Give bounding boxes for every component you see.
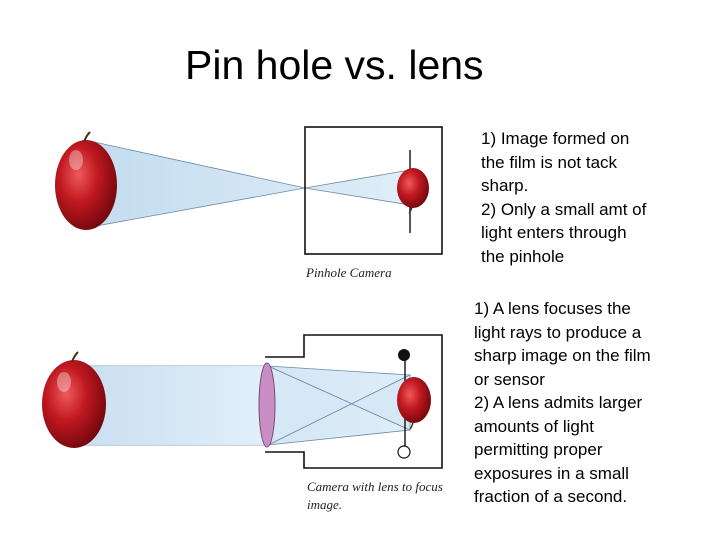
pinhole-note-line: sharp. bbox=[481, 176, 529, 195]
lens-note-line: or sensor bbox=[474, 369, 545, 389]
lens-camera-body bbox=[265, 334, 443, 469]
pinhole-notes: 1) Image formed on the film is not tack … bbox=[481, 127, 691, 268]
lens-note-line: permitting proper bbox=[474, 440, 603, 459]
lens-notes: 1) A lens focuses the light rays to prod… bbox=[474, 297, 699, 509]
lens-caption-line: image. bbox=[307, 497, 343, 512]
lens-caption: Camera with lens to focus image. bbox=[307, 478, 443, 514]
pinhole-note-line: 1) Image formed on bbox=[481, 129, 630, 148]
lens-apple-object bbox=[42, 351, 106, 448]
lens-note-line: light rays to produce a bbox=[474, 322, 642, 342]
pinhole-note-line: 2) Only a small amt of bbox=[481, 199, 647, 219]
lens-note-line: exposures in a small bbox=[474, 463, 629, 483]
lens-caption-line: Camera with lens to focus bbox=[307, 479, 443, 494]
lens-note-line: 1) A lens focuses the bbox=[474, 299, 631, 318]
lens-note-line: fraction of a second. bbox=[474, 487, 628, 506]
pinhole-note-line: the film is not tack bbox=[481, 152, 618, 172]
lens-note-line: sharp image on the film bbox=[474, 346, 651, 365]
open-marker-icon bbox=[397, 445, 411, 459]
pinhole-note-line: the pinhole bbox=[481, 246, 565, 266]
lens-camera-diagram bbox=[42, 334, 443, 469]
lens-element bbox=[258, 362, 276, 448]
pinhole-caption: Pinhole Camera bbox=[306, 265, 392, 280]
pinhole-camera-box bbox=[304, 126, 443, 255]
pinhole-light-rays bbox=[84, 139, 411, 229]
pinhole-note-line: light enters through bbox=[481, 223, 627, 242]
lens-note-line: 2) A lens admits larger bbox=[474, 393, 643, 412]
filled-marker-icon bbox=[398, 349, 410, 361]
lens-note-line: amounts of light bbox=[474, 416, 595, 436]
pinhole-inverted-apple-image bbox=[397, 168, 429, 214]
pinhole-camera-diagram bbox=[55, 126, 443, 255]
pinhole-apple-object bbox=[55, 131, 117, 230]
lens-inverted-apple-image bbox=[397, 377, 431, 430]
slide-title: Pin hole vs. lens bbox=[185, 42, 484, 88]
